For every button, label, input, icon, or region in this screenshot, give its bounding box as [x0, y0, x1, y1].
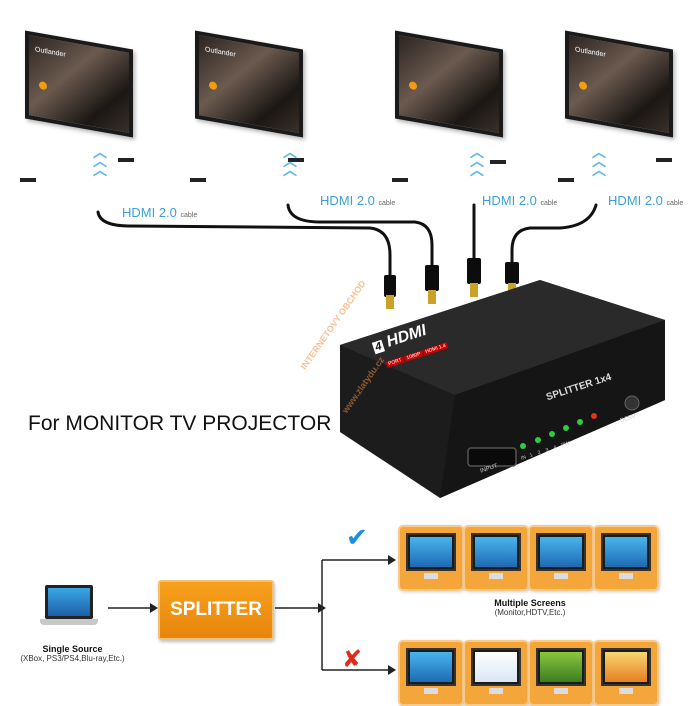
screens-title: Multiple Screens	[494, 598, 566, 608]
led-label: 1	[529, 452, 534, 459]
source-title: Single Source	[42, 644, 103, 654]
monitor-icon	[463, 640, 529, 706]
check-icon: ✔	[346, 522, 368, 552]
led-label: 4	[552, 444, 558, 452]
screens-subtitle: (Monitor,HDTV,Etc.)	[494, 608, 566, 617]
monitor-icon	[398, 525, 464, 591]
cable-label-1: HDMI 2.0 cable	[122, 205, 198, 220]
splitter-block: SPLITTER	[158, 580, 274, 640]
cable-label-4: HDMI 2.0 cable	[608, 193, 684, 208]
laptop-icon	[40, 585, 100, 629]
arrow-up-icon: ︿︿︿	[592, 144, 606, 178]
led-group	[520, 413, 597, 449]
screens-caption: Multiple Screens (Monitor,HDTV,Etc.)	[455, 598, 605, 617]
monitor-icon	[528, 525, 594, 591]
led-label: 3	[544, 447, 550, 454]
monitor-icon	[463, 525, 529, 591]
arrow-up-icon: ︿︿︿	[93, 144, 107, 178]
arrow-up-icon: ︿︿︿	[283, 144, 297, 178]
source-caption: Single Source (XBox, PS3/PS4,Blu-ray,Etc…	[10, 644, 135, 663]
cross-icon: ✘	[342, 646, 363, 673]
led-label: 2	[536, 449, 542, 457]
headline: For MONITOR TV PROJECTOR	[28, 412, 332, 435]
brand-tag: 4	[371, 339, 386, 355]
cable-label-3: HDMI 2.0 cable	[482, 193, 558, 208]
source-subtitle: (XBox, PS3/PS4,Blu-ray,Etc.)	[20, 654, 125, 663]
monitor-icon	[593, 640, 659, 706]
monitor-icon	[528, 640, 594, 706]
cable-label-2: HDMI 2.0 cable	[320, 193, 396, 208]
monitor-icon	[593, 525, 659, 591]
monitor-icon	[398, 640, 464, 706]
arrow-up-icon: ︿︿︿	[470, 144, 484, 178]
